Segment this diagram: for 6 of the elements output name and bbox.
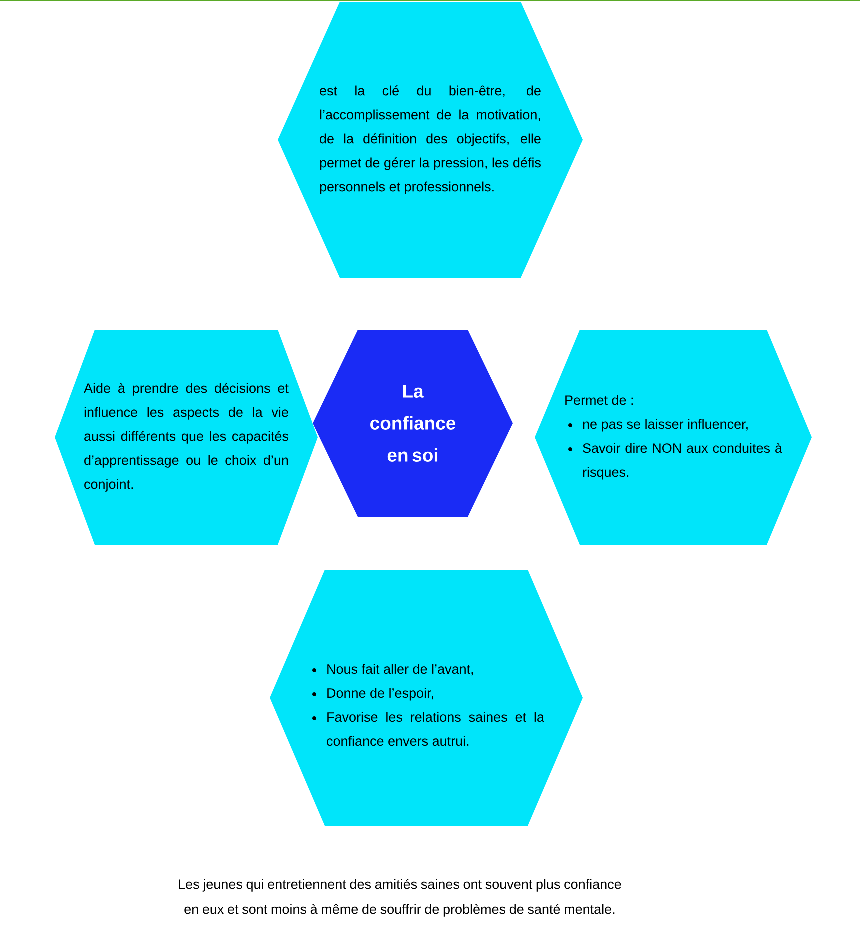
hexagon: Aide à prendre des décisions et influence les aspects de la vie aussi différents que les capacités d’apprentissage ou le choix d’un conjoint. (55, 330, 318, 545)
caption-text: Les jeunes qui entretiennent des amitiés saines ont souvent plus confiance en eux et sont moins à même de souffrir de problèmes de santé mentale. (179, 879, 622, 917)
hexagon: Nous fait aller de l’avant, Donne de l’espoir, Favorise les relations saines et la confiance envers autrui. (270, 570, 583, 826)
hexagon: La confiance en soi (313, 330, 513, 517)
hexagon: Permet de : ne pas se laisser influencer, Savoir dire NON aux conduites à risques. (535, 330, 812, 545)
hexagon: est la clé du bien-être, de l’accomplissement de la motivation, de la définition des objectifs, elle permet de gérer la pression, les défis personnels et professionnels. (278, 2, 583, 278)
